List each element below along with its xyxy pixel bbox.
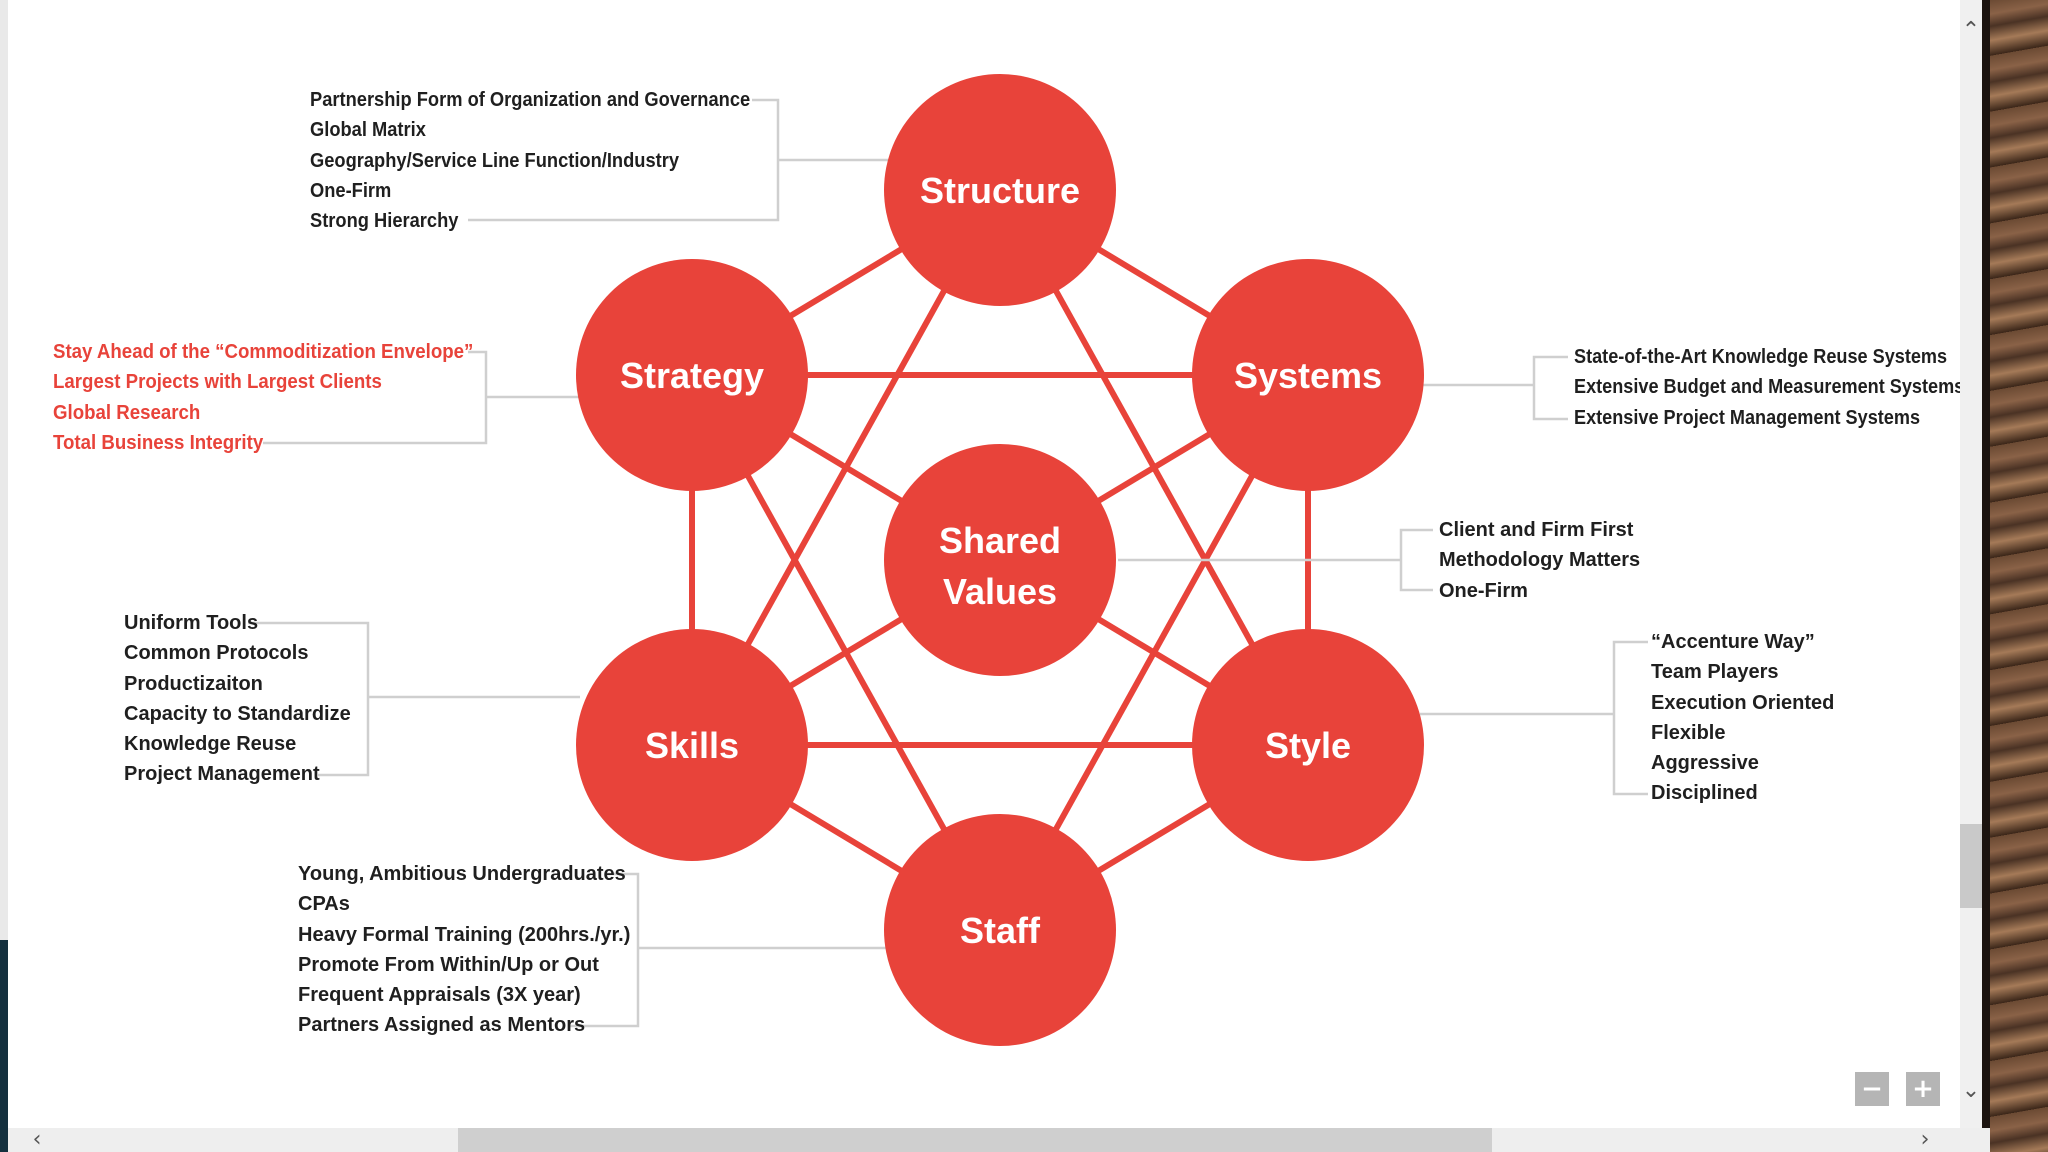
structure-item: Geography/Service Line Function/Industry — [310, 149, 680, 172]
style-item: Execution Oriented — [1651, 691, 1835, 714]
systems-item: Extensive Budget and Measurement Systems — [1574, 376, 1965, 399]
shared-values-item: Methodology Matters — [1439, 549, 1641, 572]
style-attributes: “Accenture Way” Team Players Execution O… — [1651, 627, 1834, 809]
chevron-left-icon[interactable]: ‹ — [32, 1127, 42, 1152]
window-edge-dark — [0, 940, 8, 1152]
vertical-scrollbar-thumb[interactable] — [1960, 824, 1982, 908]
systems-label: Systems — [1234, 355, 1382, 396]
staff-item: Partners Assigned as Mentors — [298, 1014, 586, 1037]
strategy-item: Total Business Integrity — [53, 431, 264, 454]
strategy-label: Strategy — [620, 355, 764, 396]
strategy-node: Strategy — [576, 259, 808, 491]
shared-values-item: Client and Firm First — [1439, 519, 1634, 541]
systems-attributes: State-of-the-Art Knowledge Reuse Systems… — [1574, 342, 1964, 433]
zoom-out-button[interactable]: − — [1855, 1072, 1889, 1106]
skills-attributes: Uniform Tools Common Protocols Productiz… — [124, 608, 351, 790]
staff-item: CPAs — [298, 893, 350, 916]
bracket-connectors — [248, 98, 1648, 1028]
shared-values-label-line2: Values — [943, 571, 1057, 612]
skills-item: Capacity to Standardize — [124, 702, 351, 725]
staff-item: Promote From Within/Up or Out — [298, 953, 599, 976]
structure-item: One-Firm — [310, 179, 392, 202]
background-desktop — [1990, 0, 2048, 1152]
structure-label: Structure — [920, 170, 1080, 211]
zoom-in-button[interactable]: + — [1906, 1072, 1940, 1106]
strategy-item: Global Research — [53, 401, 201, 424]
style-item: Aggressive — [1651, 752, 1759, 775]
strategy-item: Stay Ahead of the “Commoditization Envel… — [53, 341, 474, 363]
chevron-down-icon[interactable]: ⌄ — [1961, 1078, 1981, 1103]
staff-item: Young, Ambitious Undergraduates — [298, 863, 626, 885]
style-item: Disciplined — [1651, 782, 1758, 805]
skills-item: Common Protocols — [124, 642, 309, 665]
style-item: “Accenture Way” — [1651, 631, 1815, 653]
vertical-scrollbar[interactable] — [1960, 0, 1982, 1128]
chevron-right-icon[interactable]: › — [1920, 1127, 1930, 1152]
staff-attributes: Young, Ambitious Undergraduates CPAs Hea… — [298, 859, 630, 1041]
structure-item: Strong Hierarchy — [310, 210, 459, 233]
structure-item: Partnership Form of Organization and Gov… — [310, 89, 751, 111]
skills-node: Skills — [576, 629, 808, 861]
staff-item: Heavy Formal Training (200hrs./yr.) — [298, 923, 631, 946]
skills-item: Uniform Tools — [124, 612, 259, 634]
style-item: Flexible — [1651, 721, 1726, 744]
style-label: Style — [1265, 725, 1351, 766]
style-item: Team Players — [1651, 661, 1779, 684]
skills-item: Knowledge Reuse — [124, 733, 297, 756]
shared-values-item: One-Firm — [1439, 579, 1528, 602]
chevron-up-icon[interactable]: ⌃ — [1961, 18, 1981, 43]
systems-node: Systems — [1192, 259, 1424, 491]
structure-attributes: Partnership Form of Organization and Gov… — [310, 85, 750, 236]
window-edge-left — [0, 0, 8, 1152]
style-node: Style — [1192, 629, 1424, 861]
skills-item: Productizaiton — [124, 672, 263, 695]
image-viewer: Structure Strategy Systems Shared Values… — [8, 0, 1968, 1128]
staff-node: Staff — [884, 814, 1116, 1046]
structure-item: Global Matrix — [310, 119, 426, 142]
staff-item: Frequent Appraisals (3X year) — [298, 984, 581, 1007]
strategy-attributes: Stay Ahead of the “Commoditization Envel… — [53, 337, 473, 458]
systems-item: State-of-the-Art Knowledge Reuse Systems — [1574, 346, 1948, 368]
horizontal-scrollbar-thumb[interactable] — [458, 1128, 1492, 1152]
staff-label: Staff — [960, 910, 1041, 951]
seven-s-diagram: Structure Strategy Systems Shared Values… — [248, 74, 1648, 1046]
shared-values-attributes: Client and Firm First Methodology Matter… — [1439, 515, 1640, 606]
skills-item: Project Management — [124, 763, 320, 786]
systems-item: Extensive Project Management Systems — [1574, 406, 1921, 429]
shared-values-label-line1: Shared — [939, 520, 1061, 561]
shared-values-node: Shared Values — [884, 444, 1116, 676]
structure-node: Structure — [884, 74, 1116, 306]
strategy-item: Largest Projects with Largest Clients — [53, 371, 382, 394]
skills-label: Skills — [645, 725, 739, 766]
